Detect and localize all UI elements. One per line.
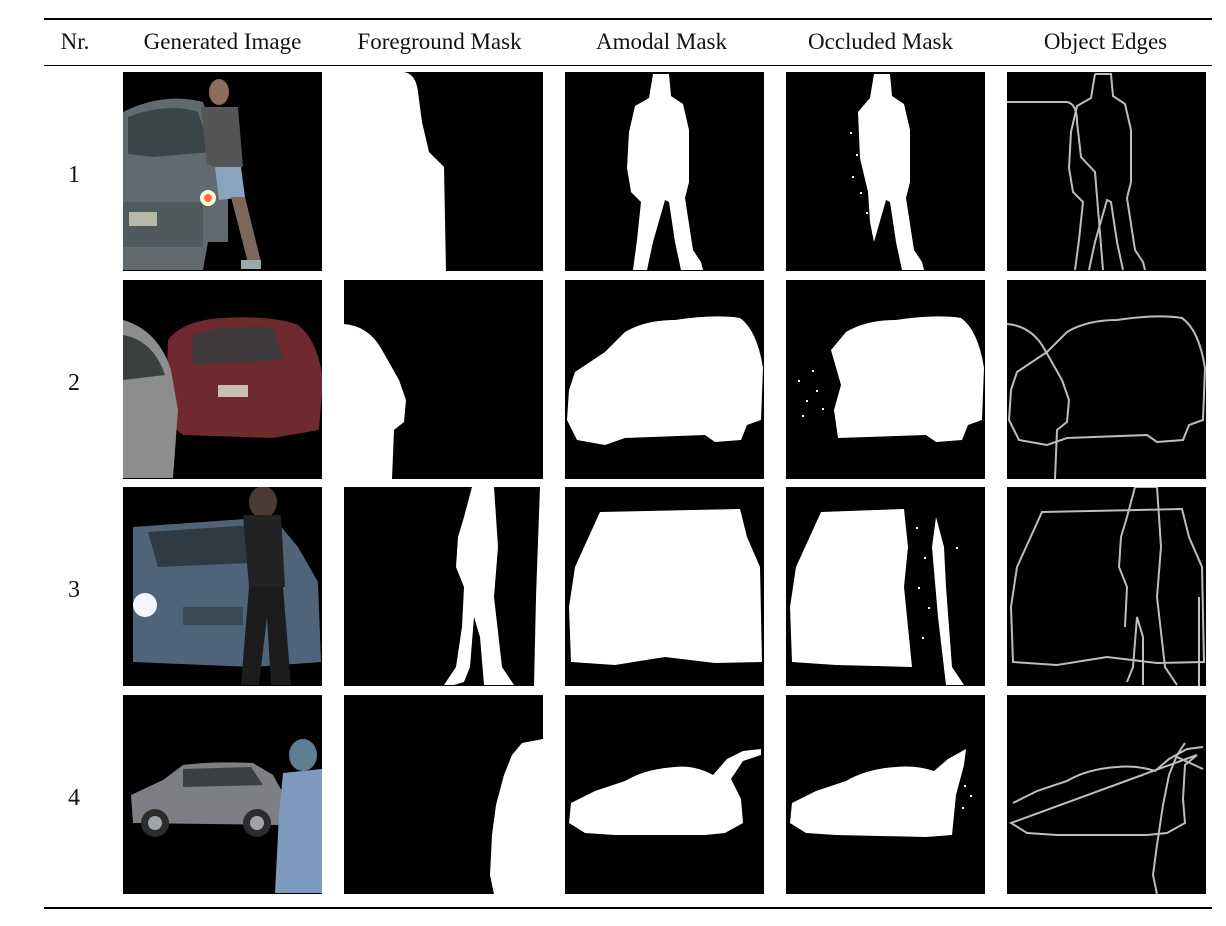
header-rule [44, 65, 1212, 66]
row-number-4: 4 [68, 785, 80, 811]
row-number-3: 3 [68, 577, 80, 603]
foreground-mask-2 [344, 280, 543, 479]
generated-image-2 [123, 280, 322, 479]
object-edges-3 [1007, 487, 1206, 686]
amodal-mask-3 [565, 487, 764, 686]
occluded-mask-4 [786, 695, 985, 894]
header-object-edges: Object Edges [1043, 29, 1168, 54]
header-occluded-mask: Occluded Mask [808, 29, 953, 54]
occluded-mask-1 [786, 72, 985, 271]
object-edges-2 [1007, 280, 1206, 479]
generated-image-4 [123, 695, 322, 894]
amodal-mask-1 [565, 72, 764, 271]
bottom-rule [44, 907, 1212, 909]
occluded-mask-2 [786, 280, 985, 479]
amodal-mask-4 [565, 695, 764, 894]
amodal-mask-2 [565, 280, 764, 479]
generated-image-1 [123, 72, 322, 271]
header-nr: Nr. [60, 29, 90, 54]
foreground-mask-1 [344, 72, 543, 271]
object-edges-4 [1007, 695, 1206, 894]
header-foreground-mask: Foreground Mask [357, 29, 522, 54]
foreground-mask-4 [344, 695, 543, 894]
row-number-2: 2 [68, 370, 80, 396]
occluded-mask-3 [786, 487, 985, 686]
row-number-1: 1 [68, 162, 80, 188]
foreground-mask-3 [344, 487, 543, 686]
object-edges-1 [1007, 72, 1206, 271]
header-generated-image: Generated Image [143, 29, 302, 54]
header-amodal-mask: Amodal Mask [596, 29, 727, 54]
generated-image-3 [123, 487, 322, 686]
top-rule [44, 18, 1212, 20]
